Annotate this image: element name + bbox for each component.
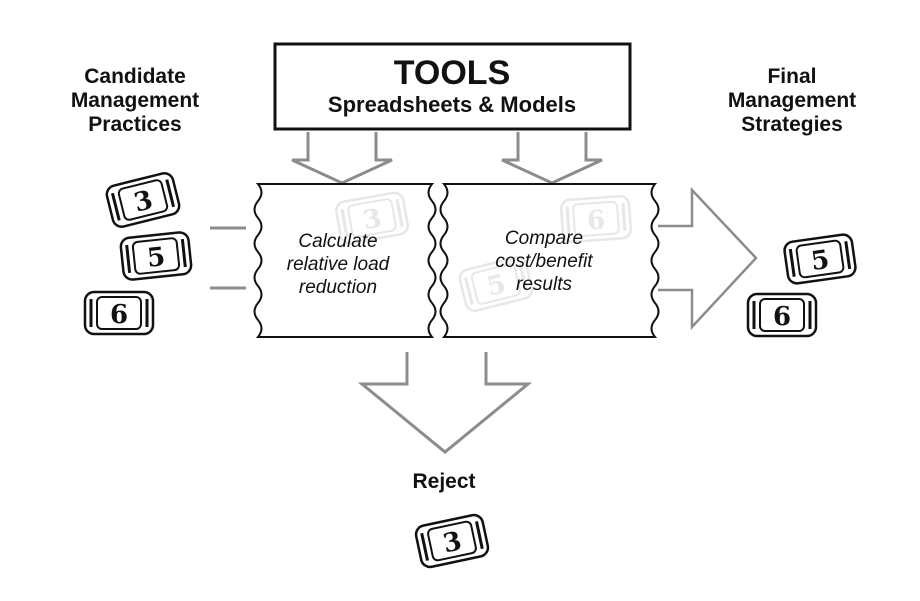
calculate-line-3: reduction: [299, 277, 377, 298]
ticket-left-bar: [125, 244, 132, 274]
ticket-inner-frame: [795, 239, 845, 279]
tools-subtitle: Spreadsheets & Models: [328, 92, 576, 117]
ticket-number: 6: [586, 205, 606, 236]
final-label-line-2: Management: [728, 89, 856, 112]
ticket-inner-frame: [96, 296, 142, 330]
final-strategies-label: Final Management Strategies: [728, 65, 856, 136]
output-arrow: [658, 186, 758, 331]
ticket-outer-frame: [119, 231, 193, 281]
ticket-outer-frame: [335, 191, 409, 245]
tools-title: TOOLS: [394, 54, 511, 92]
tools-box: TOOLS Spreadsheets & Models: [273, 42, 632, 131]
final-ticket-5: 5: [783, 233, 857, 285]
candidate-ticket-3: 3: [105, 172, 181, 228]
ticket-inner-frame: [347, 198, 397, 238]
ticket-number: 6: [773, 302, 791, 332]
ticket-inner-frame: [117, 179, 169, 221]
compare-line-1: Compare: [505, 228, 583, 249]
ticket-inner-frame: [131, 237, 181, 275]
ticket-right-bar: [475, 521, 484, 550]
candidate-label-line-3: Practices: [88, 113, 181, 136]
ticket-outer-frame: [83, 290, 155, 336]
ticket-number: 6: [110, 300, 128, 330]
reject-arrow: [357, 352, 533, 454]
ticket-left-bar: [788, 248, 796, 277]
calculate-line-2: relative load: [287, 254, 391, 275]
compare-line-2: cost/benefit: [495, 251, 593, 272]
ticket-left-bar: [340, 208, 349, 237]
final-ticket-6: 6: [746, 292, 818, 338]
tools-box-frame: [273, 42, 632, 131]
ticket-right-bar: [395, 199, 404, 228]
final-label-line-1: Final: [767, 65, 816, 88]
reject-label: Reject: [412, 470, 475, 493]
ticket-left-bar: [110, 192, 121, 221]
candidate-label-line-1: Candidate: [84, 65, 186, 88]
step-compare-frame: [439, 183, 660, 338]
candidate-ticket-6: 6: [83, 290, 155, 336]
tools-arrow-right: [501, 132, 603, 185]
ticket-inner-frame: [470, 263, 522, 305]
ticket-outer-frame: [559, 195, 633, 243]
ticket-left-bar: [463, 276, 474, 305]
tools-arrow-left: [291, 132, 393, 185]
ticket-right-bar: [165, 179, 176, 208]
input-lines: [210, 226, 246, 290]
compare-line-3: results: [516, 274, 572, 295]
candidate-ticket-5: 5: [119, 231, 193, 281]
ticket-inner-frame: [759, 298, 805, 332]
ticket-right-bar: [621, 202, 627, 232]
ticket-number: 5: [809, 245, 831, 277]
ticket-number: 3: [361, 204, 384, 237]
ticket-right-bar: [844, 241, 852, 270]
ticket-number: 5: [146, 242, 167, 274]
ticket-outer-frame: [746, 292, 818, 338]
calculate-line-1: Calculate: [298, 231, 377, 252]
step-calculate: 3 Calculate relative load reduction: [253, 183, 437, 338]
ticket-number: 3: [440, 526, 464, 559]
reject-ticket-3: 3: [414, 513, 490, 569]
ticket-inner-frame: [572, 200, 620, 238]
step-calculate-frame: [253, 183, 437, 338]
ticket-outer-frame: [458, 256, 534, 312]
ghost-ticket-calculate: 3: [335, 191, 409, 245]
ticket-right-bar: [518, 263, 529, 292]
ghost-ticket-compare-6: 6: [559, 195, 633, 243]
step-compare: 6 5 Compare cost/benefit results: [439, 183, 660, 338]
final-label-line-3: Strategies: [741, 113, 843, 136]
ticket-outer-frame: [105, 172, 181, 228]
ticket-left-bar: [565, 206, 571, 236]
ticket-left-bar: [420, 532, 429, 561]
candidate-practices-label: Candidate Management Practices: [71, 65, 199, 136]
ticket-inner-frame: [427, 520, 477, 562]
ghost-ticket-compare-5: 5: [458, 256, 534, 312]
candidate-label-line-2: Management: [71, 89, 199, 112]
ticket-right-bar: [180, 238, 187, 268]
ticket-outer-frame: [783, 233, 857, 285]
